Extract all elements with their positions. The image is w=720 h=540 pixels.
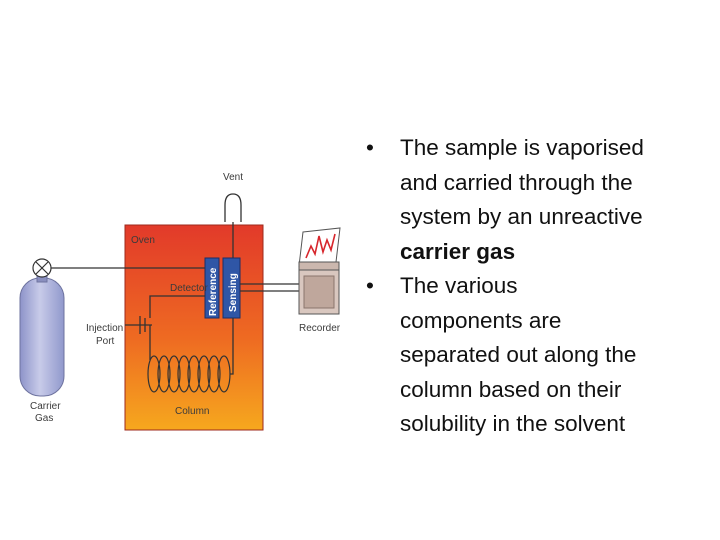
bullet-2-line-1: The various (400, 273, 518, 298)
bullet-2-line-3: separated out along the (400, 342, 637, 367)
oven-label: Oven (131, 235, 155, 246)
bullet-item-2: • The various components are separated o… (366, 269, 706, 442)
injection-port-label-line1: Injection (86, 323, 123, 334)
bullet-1-bold-line: carrier gas (400, 238, 516, 264)
bullet-list: • The sample is vaporised and carried th… (366, 131, 706, 442)
injection-port (125, 316, 152, 334)
recorder (298, 227, 341, 315)
vent-label: Vent (223, 172, 243, 183)
column-coil (147, 355, 231, 393)
reference-label: Reference (208, 267, 219, 316)
bullet-2-line-5: solubility in the solvent (400, 411, 626, 436)
sensing-label: Sensing (228, 273, 239, 312)
bullet-1-line-1: The sample is vaporised (400, 135, 644, 160)
sensing-cell (222, 257, 241, 319)
bullet-marker: • (366, 135, 374, 160)
detector-line (149, 295, 205, 318)
bullet-1-line-2: and carried through the (400, 169, 633, 195)
vent-pipe (224, 193, 242, 222)
column-outlet-line (230, 318, 234, 375)
reference-cell (204, 257, 220, 319)
bullet-2-line-2: components are (400, 307, 562, 333)
gas-chromatograph-diagram: Oven Carrier Gas Vent Reference Sensing … (19, 172, 341, 431)
carrier-gas-cylinder (19, 258, 65, 397)
carrier-gas-label-line1: Carrier (30, 401, 61, 412)
injection-port-label-line2: Port (96, 336, 115, 347)
bullet-item-1: • The sample is vaporised and carried th… (366, 131, 706, 269)
bullet-marker: • (366, 273, 374, 298)
column-label: Column (175, 406, 209, 417)
carrier-gas-label-line2: Gas (35, 413, 53, 424)
recorder-label: Recorder (299, 323, 341, 334)
oven-box (124, 224, 264, 431)
bullet-2-line-4: column based on their (400, 376, 622, 402)
detector-label: Detector (170, 283, 208, 294)
bullet-1-line-3: system by an unreactive (400, 204, 643, 229)
